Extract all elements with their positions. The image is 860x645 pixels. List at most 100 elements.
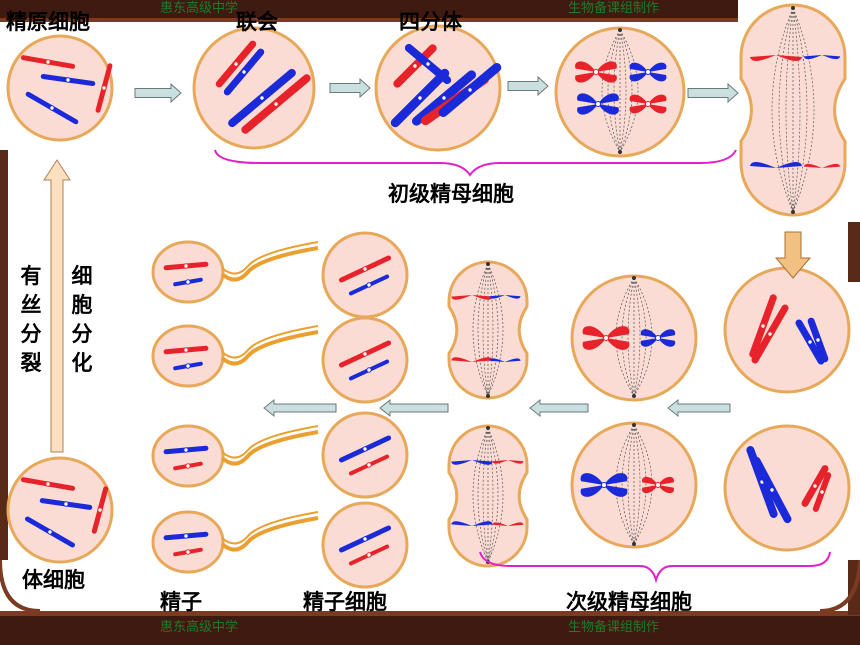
centromere	[366, 462, 372, 468]
cell-drawings	[6, 3, 851, 589]
centromere	[645, 69, 651, 75]
sperm-head	[151, 324, 225, 388]
spindle-fiber	[619, 29, 627, 153]
cell-anaphase-i	[739, 3, 847, 217]
label-synapsis: 联会	[236, 10, 278, 34]
spindle-fiber	[487, 263, 504, 397]
centromere	[760, 323, 766, 329]
centromere	[655, 482, 661, 488]
arrow-to-anaphase-i	[687, 82, 739, 104]
spindle-fiber	[487, 427, 499, 563]
cell-membrane	[723, 266, 851, 394]
label-mitosis: 有丝分裂	[20, 264, 42, 375]
centromere	[645, 101, 651, 107]
label-spermatid: 精子细胞	[303, 590, 387, 614]
centriole	[486, 426, 490, 430]
centromere	[47, 529, 53, 535]
chromosome-x	[629, 62, 667, 82]
footer-school-text: 惠东高级中学	[160, 620, 239, 635]
chromosome-x	[582, 326, 630, 350]
centromere	[812, 483, 818, 489]
label-secondary-spermatocyte: 次级精母细胞	[566, 590, 692, 614]
centriole	[632, 276, 636, 280]
centromere	[366, 282, 372, 288]
cell-spermatid-3	[321, 411, 409, 499]
centriole	[632, 542, 636, 546]
footer-subject-text: 生物备课组制作	[568, 620, 660, 635]
cell-membrane	[321, 411, 409, 499]
centromere	[259, 95, 265, 101]
cell-tetrad	[374, 24, 502, 152]
arrow-to-anaphase-ii	[529, 398, 589, 418]
spindle-fiber	[619, 29, 639, 153]
spindle-fiber	[633, 277, 647, 397]
centromere	[595, 101, 601, 107]
chromosome-v	[451, 521, 493, 526]
centromere	[45, 481, 51, 487]
chromosome-x	[577, 93, 619, 115]
centromere	[362, 351, 368, 357]
chromosome-v	[750, 162, 802, 168]
centromere	[362, 266, 368, 272]
centromere	[366, 367, 372, 373]
chromosome-v	[451, 357, 493, 362]
sperm-head	[151, 424, 225, 488]
centromere	[65, 77, 71, 83]
cell-sperm-3	[151, 424, 319, 488]
cell-secondary-upper	[723, 266, 851, 394]
label-tetrad: 四分体	[399, 10, 462, 34]
centromere	[183, 447, 189, 453]
chromosome-v	[803, 55, 841, 60]
centromere	[185, 549, 191, 555]
centromere	[362, 536, 368, 542]
chromosome-x	[641, 476, 675, 494]
label-spermatogonium: 精原细胞	[6, 10, 90, 34]
chromosome-v	[451, 295, 493, 300]
centromere	[49, 105, 55, 111]
centromere	[183, 263, 189, 269]
centriole	[618, 28, 622, 32]
arrow-to-metaphase-i	[507, 75, 549, 97]
centromere	[417, 95, 423, 101]
centromere	[425, 61, 431, 67]
centromere	[601, 482, 607, 488]
centromere	[183, 347, 189, 353]
centriole	[632, 423, 636, 427]
cell-membrane	[321, 231, 409, 319]
label-somatic-cell: 体细胞	[22, 568, 85, 592]
centromere	[185, 463, 191, 469]
spindle-fiber	[771, 7, 794, 213]
centromere	[769, 487, 775, 493]
chromosome-v	[492, 522, 524, 526]
spindle-fiber	[792, 7, 808, 213]
spindle-fiber	[621, 424, 635, 545]
arrow-to-metaphase-ii	[667, 398, 731, 418]
centromere	[467, 87, 473, 93]
label-sperm: 精子	[160, 590, 202, 614]
centromere	[441, 95, 447, 101]
spindle-fiber	[472, 263, 489, 397]
centromere	[767, 331, 773, 337]
spindle-fiber	[627, 277, 635, 397]
chromosome-x	[580, 473, 628, 497]
spindle-fiber	[785, 7, 794, 213]
spindle-fiber	[613, 29, 621, 153]
sperm-tail	[221, 511, 319, 545]
header-subject-text: 生物备课组制作	[568, 1, 660, 16]
centromere	[819, 489, 825, 495]
cell-membrane	[321, 501, 409, 589]
centromere	[241, 69, 247, 75]
cell-membrane	[374, 24, 502, 152]
chromosome-v	[803, 163, 841, 168]
centromere	[593, 69, 599, 75]
bracket-secondary-spermatocyte	[479, 551, 831, 584]
chromosome-v	[489, 358, 521, 362]
spindle-fiber	[472, 427, 489, 563]
arrow-to-spermatid	[379, 398, 449, 418]
sperm-tail	[221, 325, 319, 359]
centromere	[101, 85, 107, 91]
cell-spermatogonium	[6, 34, 114, 142]
centromere	[183, 533, 189, 539]
centromere	[603, 335, 609, 341]
